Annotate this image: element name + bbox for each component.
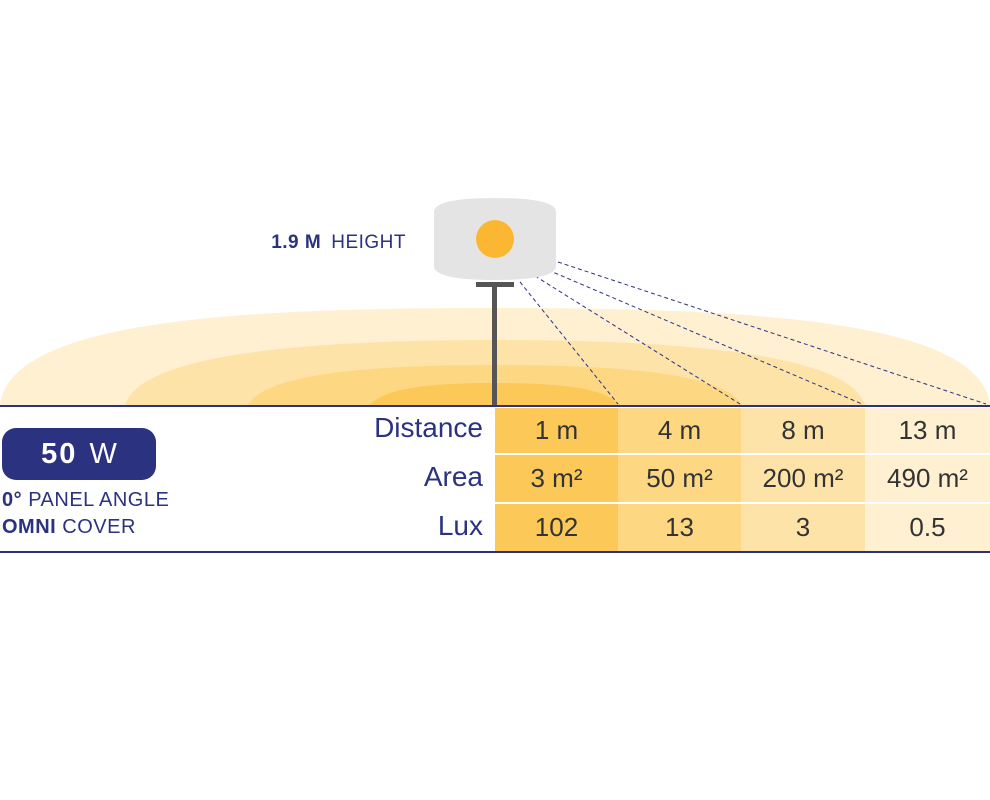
row-label-area: Area — [423, 461, 483, 492]
cell-distance-4: 13 m — [865, 408, 990, 453]
pole — [492, 285, 497, 407]
ray-13m — [557, 261, 987, 405]
height-text: HEIGHT — [331, 232, 406, 253]
wattage-unit: W — [89, 437, 117, 470]
cell-area-2: 50 m² — [618, 455, 741, 502]
ray-1m — [519, 281, 619, 405]
row-label-distance: Distance — [374, 412, 483, 443]
cell-distance-1: 1 m — [495, 408, 618, 453]
wattage-value: 50 — [41, 437, 78, 470]
cell-lux-3: 3 — [741, 504, 865, 551]
cell-distance-2: 4 m — [618, 408, 741, 453]
cell-lux-4: 0.5 — [865, 504, 990, 551]
ray-4m — [534, 275, 741, 405]
cover-line: OMNI COVER — [2, 516, 136, 539]
height-label: 1.9 M HEIGHT — [271, 232, 406, 253]
cell-lux-1: 102 — [495, 504, 618, 551]
cell-area-1: 3 m² — [495, 455, 618, 502]
height-value: 1.9 M — [271, 232, 321, 253]
row-label-lux: Lux — [437, 510, 483, 541]
pole-crossbar — [476, 282, 514, 287]
panel-angle-line: 0° PANEL ANGLE — [2, 489, 169, 512]
wattage-badge: 50 W — [2, 428, 156, 480]
cell-distance-3: 8 m — [741, 408, 865, 453]
cover-label: COVER — [62, 516, 136, 538]
cell-area-3: 200 m² — [741, 455, 865, 502]
cell-lux-2: 13 — [618, 504, 741, 551]
ray-8m — [547, 269, 863, 405]
cover-value: OMNI — [2, 516, 57, 538]
cell-area-4: 490 m² — [865, 455, 990, 502]
lamp-icon — [476, 220, 514, 258]
panel-angle-value: 0° — [2, 489, 23, 511]
light-rays — [519, 261, 987, 405]
panel-angle-label: PANEL ANGLE — [28, 489, 170, 511]
